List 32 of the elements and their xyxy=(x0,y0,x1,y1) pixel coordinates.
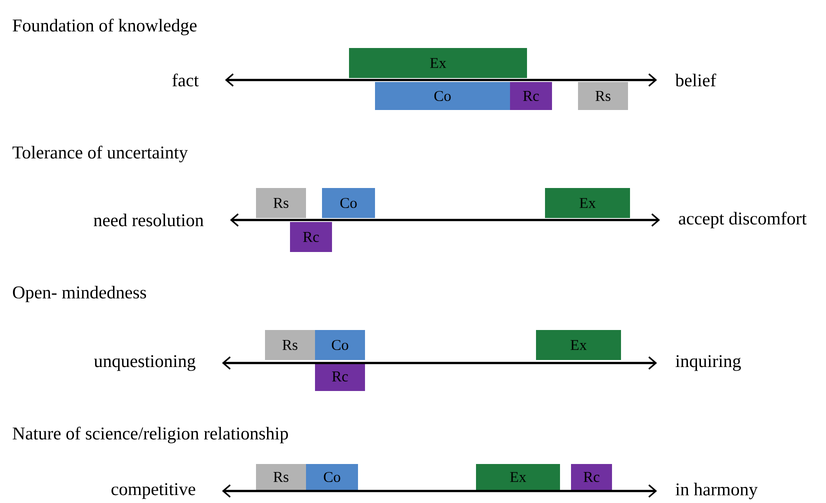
category-bar: Co xyxy=(306,464,358,490)
double-arrow xyxy=(225,73,658,87)
category-bar: Co xyxy=(322,188,375,218)
category-bar: Rc xyxy=(315,362,365,391)
category-bar: Rc xyxy=(290,222,332,252)
category-bar: Ex xyxy=(476,464,560,490)
section-heading: Foundation of knowledge xyxy=(12,18,197,36)
end-label: need resolution xyxy=(94,214,204,226)
double-arrow xyxy=(222,484,658,498)
category-bar: Co xyxy=(375,82,510,110)
section-heading: Tolerance of uncertainty xyxy=(12,146,188,162)
end-label: unquestioning xyxy=(94,355,196,371)
end-label: in harmony xyxy=(676,482,758,500)
section-heading: Nature of science/religion relationship xyxy=(12,426,288,444)
end-label: accept discomfort xyxy=(678,212,807,228)
category-bar: Rc xyxy=(510,82,552,110)
category-bar: Rs xyxy=(265,330,315,360)
category-bar: Rs xyxy=(578,82,628,110)
section-heading: Open- mindedness xyxy=(12,286,146,302)
end-label: inquiring xyxy=(676,355,741,371)
end-label: fact xyxy=(172,74,199,86)
category-bar: Ex xyxy=(349,48,527,78)
category-bar: Co xyxy=(315,330,365,360)
double-arrow xyxy=(222,356,658,370)
category-bar: Rc xyxy=(571,464,612,490)
category-bar: Ex xyxy=(545,188,630,218)
end-label: competitive xyxy=(112,483,196,499)
category-bar: Ex xyxy=(536,330,621,360)
end-label: belief xyxy=(675,74,716,86)
category-bar: Rs xyxy=(256,188,306,218)
double-arrow xyxy=(230,213,660,227)
category-bar: Rs xyxy=(256,464,306,490)
